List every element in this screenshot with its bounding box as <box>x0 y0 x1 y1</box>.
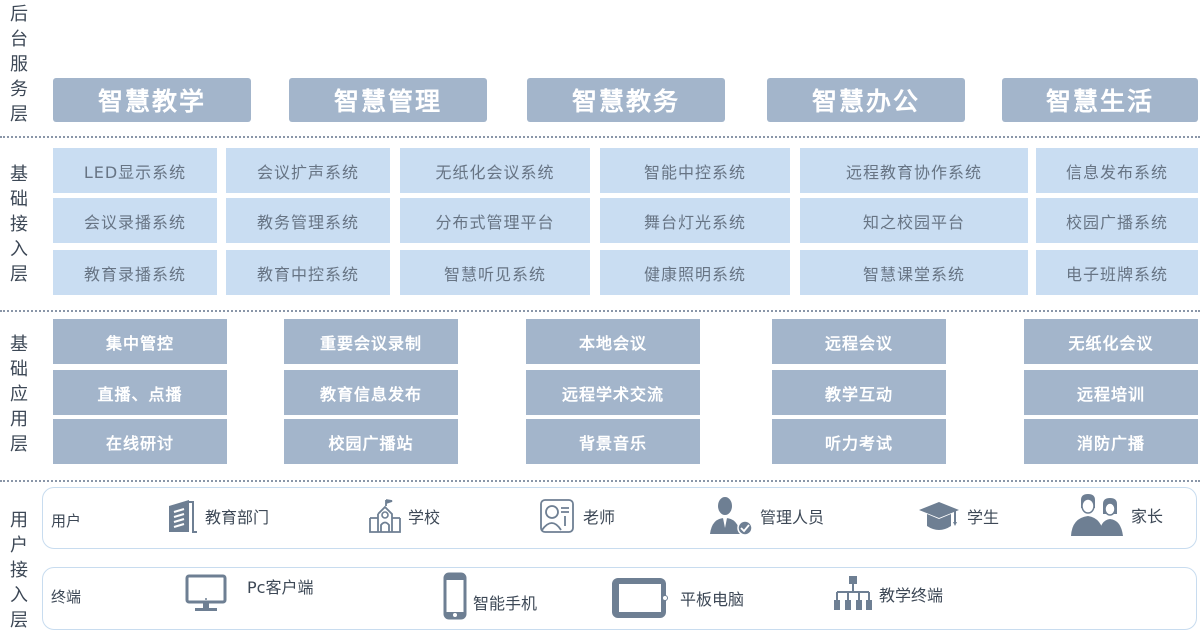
layer-label-char: 入 <box>10 239 28 260</box>
system-cell[interactable]: 校园广播系统 <box>1036 198 1198 243</box>
system-cell[interactable]: 智慧听见系统 <box>400 250 590 295</box>
layer-label-char: 应 <box>10 384 28 405</box>
user-label: 学生 <box>967 508 1000 527</box>
admin-icon <box>708 496 754 536</box>
user-label: 老师 <box>583 508 616 527</box>
building-icon <box>165 498 199 534</box>
layer-label-char: 层 <box>10 104 28 125</box>
application-cell[interactable]: 集中管控 <box>53 319 227 364</box>
layer-label-char: 层 <box>10 434 28 455</box>
service-smart-academic-affairs[interactable]: 智慧教务 <box>527 78 725 122</box>
user-label: 学校 <box>408 508 441 527</box>
user-label: 教育部门 <box>205 508 270 527</box>
terminals-panel-title: 终端 <box>51 588 82 606</box>
layer-divider <box>0 480 1200 482</box>
layer-divider <box>0 310 1200 312</box>
monitor-icon <box>185 574 229 614</box>
application-cell[interactable]: 远程学术交流 <box>526 370 700 415</box>
layer-label-char: 入 <box>10 585 28 606</box>
users-panel-title: 用户 <box>51 512 82 530</box>
layer-divider <box>0 136 1200 138</box>
terminal-label: 智能手机 <box>473 594 538 613</box>
service-smart-office[interactable]: 智慧办公 <box>767 78 965 122</box>
system-cell[interactable]: 电子班牌系统 <box>1036 250 1198 295</box>
user-teacher[interactable]: 老师 <box>539 498 615 534</box>
service-smart-life[interactable]: 智慧生活 <box>1002 78 1198 122</box>
application-cell[interactable]: 远程会议 <box>772 319 946 364</box>
school-icon <box>368 498 402 534</box>
layer-label-backend: 后台服务层 <box>8 2 30 127</box>
layer-label-char: 务 <box>10 79 28 100</box>
layer-label-char: 用 <box>10 409 28 430</box>
layer-label-char: 用 <box>10 510 28 531</box>
smartphone-icon <box>443 572 467 620</box>
terminal-label: Pc客户端 <box>247 578 314 597</box>
application-cell[interactable]: 背景音乐 <box>526 419 700 464</box>
application-cell[interactable]: 在线研讨 <box>53 419 227 464</box>
application-cell[interactable]: 校园广播站 <box>284 419 458 464</box>
system-cell[interactable]: 教育录播系统 <box>53 250 217 295</box>
layer-label-user-access: 用户接入层 <box>8 508 30 632</box>
system-cell[interactable]: 智慧课堂系统 <box>800 250 1028 295</box>
system-cell[interactable]: 知之校园平台 <box>800 198 1028 243</box>
layer-label-char: 基 <box>10 334 28 355</box>
system-cell[interactable]: 信息发布系统 <box>1036 148 1198 193</box>
user-admin[interactable]: 管理人员 <box>708 496 824 536</box>
layer-label-char: 基 <box>10 164 28 185</box>
system-cell[interactable]: 教育中控系统 <box>226 250 390 295</box>
terminals-panel: 终端 Pc客户端 智能手机 平板电脑 教学终端 <box>42 567 1197 630</box>
application-cell[interactable]: 无纸化会议 <box>1024 319 1198 364</box>
system-cell[interactable]: 舞台灯光系统 <box>600 198 790 243</box>
user-education-dept[interactable]: 教育部门 <box>165 498 269 534</box>
layer-label-char: 接 <box>10 560 28 581</box>
user-label: 管理人员 <box>760 508 825 527</box>
system-cell[interactable]: 健康照明系统 <box>600 250 790 295</box>
terminal-tablet[interactable]: 平板电脑 <box>610 576 744 620</box>
system-cell[interactable]: 分布式管理平台 <box>400 198 590 243</box>
system-cell[interactable]: 会议录播系统 <box>53 198 217 243</box>
layer-label-char: 接 <box>10 214 28 235</box>
system-cell[interactable]: 智能中控系统 <box>600 148 790 193</box>
application-cell[interactable]: 教学互动 <box>772 370 946 415</box>
application-cell[interactable]: 重要会议录制 <box>284 319 458 364</box>
teacher-icon <box>539 498 577 534</box>
network-hierarchy-icon <box>833 574 873 614</box>
parents-icon <box>1069 494 1125 536</box>
users-panel: 用户 教育部门 学校 老师 管理人员 学生 家长 <box>42 487 1197 549</box>
system-cell[interactable]: LED显示系统 <box>53 148 217 193</box>
layer-label-char: 层 <box>10 264 28 285</box>
layer-label-char: 服 <box>10 54 28 75</box>
application-cell[interactable]: 教育信息发布 <box>284 370 458 415</box>
application-cell[interactable]: 消防广播 <box>1024 419 1198 464</box>
layer-label-char: 础 <box>10 359 28 380</box>
layer-label-char: 础 <box>10 189 28 210</box>
terminal-label: 教学终端 <box>879 586 944 605</box>
user-student[interactable]: 学生 <box>917 498 999 534</box>
system-cell[interactable]: 无纸化会议系统 <box>400 148 590 193</box>
service-smart-management[interactable]: 智慧管理 <box>289 78 487 122</box>
application-cell[interactable]: 远程培训 <box>1024 370 1198 415</box>
system-cell[interactable]: 教务管理系统 <box>226 198 390 243</box>
tablet-icon <box>610 576 670 620</box>
terminal-pc-client[interactable]: Pc客户端 <box>185 574 313 614</box>
layer-label-char: 层 <box>10 610 28 631</box>
layer-label-access: 基础接入层 <box>8 162 30 287</box>
graduation-cap-icon <box>917 498 961 534</box>
service-smart-teaching[interactable]: 智慧教学 <box>53 78 251 122</box>
system-cell[interactable]: 远程教育协作系统 <box>800 148 1028 193</box>
layer-label-char: 台 <box>10 29 28 50</box>
layer-label-char: 户 <box>10 535 28 556</box>
layer-label-char: 后 <box>10 4 28 25</box>
terminal-teaching[interactable]: 教学终端 <box>833 574 943 614</box>
application-cell[interactable]: 直播、点播 <box>53 370 227 415</box>
user-school[interactable]: 学校 <box>368 498 440 534</box>
terminal-label: 平板电脑 <box>680 590 745 609</box>
terminal-smartphone[interactable]: 智能手机 <box>443 572 537 620</box>
application-cell[interactable]: 本地会议 <box>526 319 700 364</box>
application-cell[interactable]: 听力考试 <box>772 419 946 464</box>
system-cell[interactable]: 会议扩声系统 <box>226 148 390 193</box>
user-parents[interactable]: 家长 <box>1069 494 1163 536</box>
layer-label-application: 基础应用层 <box>8 332 30 457</box>
user-label: 家长 <box>1131 507 1164 526</box>
